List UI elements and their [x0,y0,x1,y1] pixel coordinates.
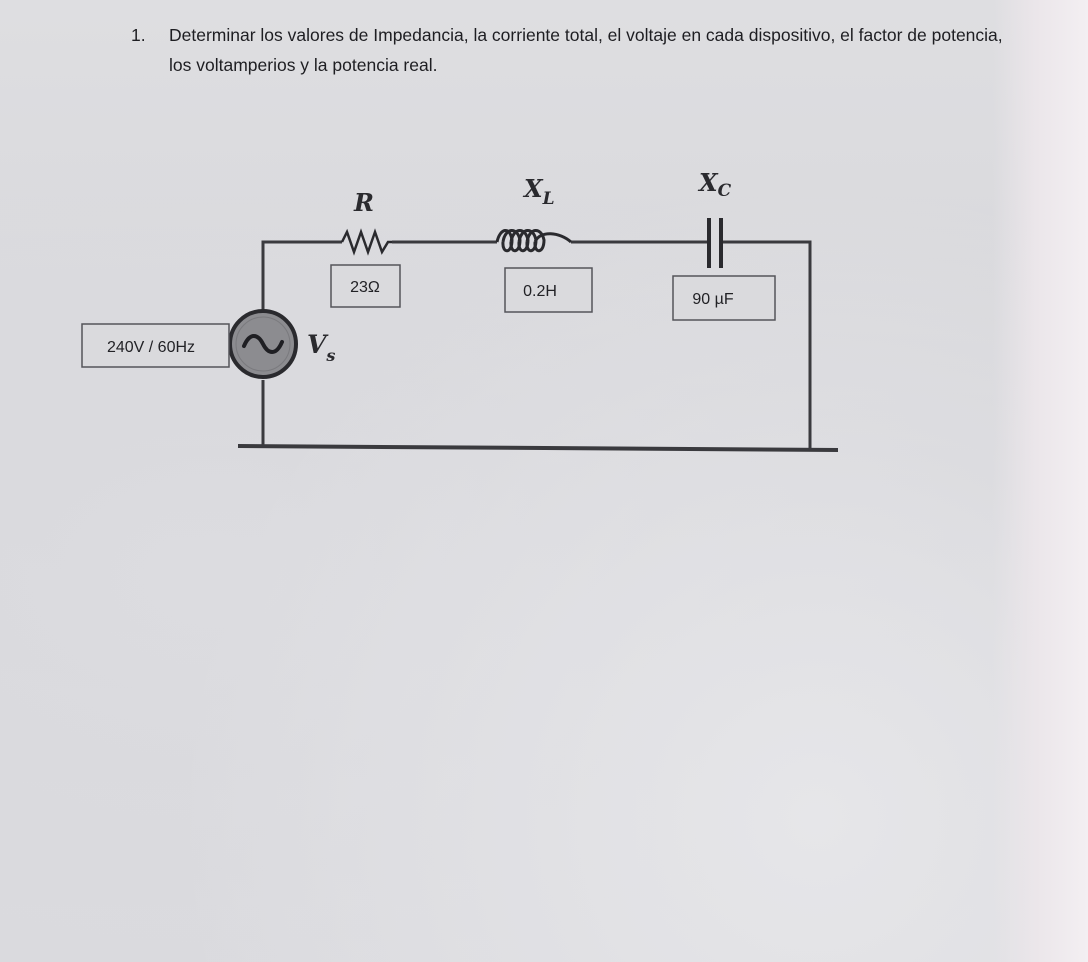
wire-right [722,240,812,450]
capacitor-symbol-sub: C [718,181,732,201]
ac-source [228,309,298,379]
question-number: 1. [131,25,146,45]
source-value: 240V / 60Hz [107,339,195,356]
resistor-symbol [340,228,392,256]
circuit-wires [237,240,839,452]
ac-wave-icon [242,334,284,354]
question-text: Determinar los valores de Impedancia, la… [169,25,1003,75]
inductor-symbol-sub: L [542,189,555,209]
question-block: 1. Determinar los valores de Impedancia,… [131,20,1011,80]
wire-bottom [237,444,839,452]
resistor-value-box: 23Ω [330,264,401,308]
source-value-box: 240V / 60Hz [81,323,230,368]
source-symbol-label: V [307,330,329,359]
inductor-symbol [495,229,573,253]
inductor-value-box: 0.2H [504,267,593,313]
paper-edge-highlight [993,0,1088,962]
svg-text:Vs: Vs [307,330,335,365]
capacitor-value: 90 µF [692,291,733,308]
capacitor-symbol [707,218,723,268]
source-symbol-sub: s [325,346,335,365]
capacitor-value-box: 90 µF [672,275,776,321]
inductor-symbol-label: X [522,174,544,203]
capacitor-symbol-label: X [697,168,719,197]
wire-left-top [261,240,342,310]
inductor-value: 0.2H [523,283,557,300]
svg-text:XL: XL [522,174,555,209]
svg-text:XC: XC [697,168,732,201]
resistor-value: 23Ω [350,279,380,296]
resistor-symbol-label: R [353,188,374,217]
